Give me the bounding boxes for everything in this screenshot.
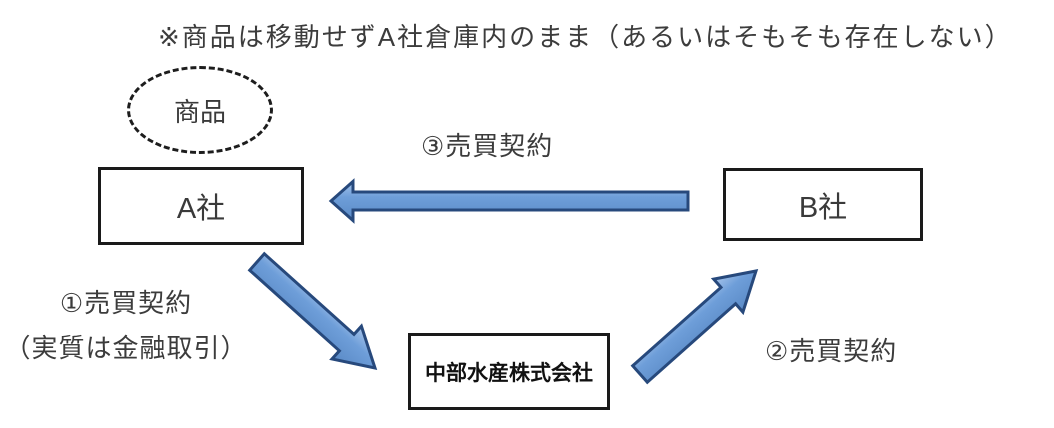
chubu-suisan-label: 中部水産株式会社 xyxy=(425,361,593,385)
chubu-suisan-box: 中部水産株式会社 xyxy=(408,333,610,410)
arrow-2-label: ②売買契約 xyxy=(765,336,898,366)
arrow-1-label-block: ①売買契約 （実質は金融取引） xyxy=(0,281,252,371)
company-b-box: B社 xyxy=(723,168,923,241)
diagram-note: ※商品は移動せずA社倉庫内のまま（あるいはそもそも存在しない） xyxy=(158,22,1013,52)
goods-label: 商品 xyxy=(173,96,226,127)
arrow-2-sale-contract xyxy=(630,269,759,385)
company-b-label: B社 xyxy=(798,191,848,224)
company-a-box: A社 xyxy=(98,167,304,245)
company-a-label: A社 xyxy=(176,193,226,225)
arrow-1-label: ①売買契約 xyxy=(59,288,193,318)
goods-ellipse: 商品 xyxy=(127,66,273,154)
arrow-3-sale-contract xyxy=(328,178,690,224)
arrow-1-sublabel: （実質は金融取引） xyxy=(4,333,248,363)
arrow-1-sale-contract xyxy=(247,251,378,370)
arrow-3-label: ③売買契約 xyxy=(421,131,554,161)
